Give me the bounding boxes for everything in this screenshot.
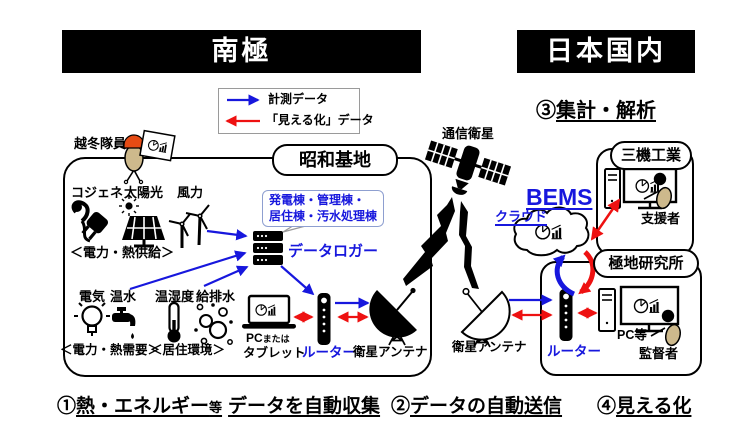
footnote-2-num: ② <box>391 396 411 417</box>
cloud-label: クラウド <box>495 209 548 224</box>
legend-visualized-label: 「見える化」データ <box>266 113 374 127</box>
footnote-4-num: ④ <box>597 396 617 417</box>
footnote-2: ②データの自動送信 <box>391 396 562 418</box>
supervisor-label: 監督者 <box>639 346 679 361</box>
footnote-1-num: ① <box>57 396 77 417</box>
callout-line2: 居住棟・汚水処理棟 <box>269 208 378 223</box>
footnote-1: ①熱・エネルギー等データを自動収集 <box>57 396 380 418</box>
wintering-member-label: 越冬隊員 <box>74 136 127 151</box>
sanki-title: 三機工業 <box>620 146 681 164</box>
showa-station-label: 昭和基地 <box>299 149 371 170</box>
satellite-label: 通信衛星 <box>442 126 495 141</box>
footnote-2-text: データの自動送信 <box>410 396 563 417</box>
supporter-label: 支援者 <box>641 211 681 226</box>
antenna-label-japan: 衛星アンテナ <box>452 340 527 354</box>
electricity-label: 電気 <box>79 289 106 304</box>
step3-heading: ③集計・解析 <box>536 100 656 123</box>
antenna-label-showa: 衛星アンテナ <box>353 345 428 359</box>
footnote-1-small: 等 <box>209 400 223 415</box>
communication-satellite-icon <box>424 140 512 195</box>
banner-japan-label: 日本国内 <box>546 35 666 66</box>
legend-box <box>218 88 360 134</box>
watersupply-label: 給排水 <box>196 289 236 304</box>
solar-label: 太陽光 <box>124 185 164 200</box>
banner-antarctica: 南極 <box>62 30 421 73</box>
legend-measured-label: 計測データ <box>268 92 329 106</box>
banner-japan: 日本国内 <box>517 30 695 73</box>
nipr-pill: 極地研究所 <box>593 249 699 278</box>
nipr-pc-label: PC等 <box>617 328 647 342</box>
satellite-antenna-icon-japan <box>460 287 511 348</box>
footnote-1-a: 熱・エネルギー <box>76 396 210 417</box>
callout-line1: 発電棟・管理棟・ <box>269 193 366 207</box>
wind-label: 風力 <box>177 185 204 200</box>
pc-label-main: PC <box>246 331 263 345</box>
tablet-label: タブレット <box>243 346 306 360</box>
signal-beam-right <box>459 201 479 289</box>
living-caption: ＜居住環境＞ <box>150 343 226 357</box>
pc-label-small: または <box>262 334 290 344</box>
hotwater-label: 温水 <box>110 289 137 304</box>
pc-or-tablet-label: PCまたは <box>246 331 290 346</box>
sanki-pill: 三機工業 <box>610 141 692 170</box>
footnote-4: ④見える化 <box>597 396 691 418</box>
datalogger-label: データロガー <box>288 243 379 260</box>
buildings-callout: 発電棟・管理棟・ 居住棟・汚水処理棟 <box>262 190 385 228</box>
supply-caption: ＜電力・熱供給＞ <box>70 245 175 260</box>
cogen-label: コジェネ <box>71 185 124 200</box>
showa-station-pill: 昭和基地 <box>272 144 398 176</box>
bems-label: BEMS <box>526 184 593 210</box>
demand-caption: ＜電力・熱需要＞ <box>60 343 161 357</box>
router-label-nipr: ルーター <box>547 344 601 359</box>
banner-antarctica-label: 南極 <box>211 35 272 66</box>
nipr-title: 極地研究所 <box>608 254 684 272</box>
footnote-4-text: 見える化 <box>616 396 692 417</box>
router-label-showa: ルーター <box>302 345 356 360</box>
step3-text: 集計・解析 <box>556 100 656 122</box>
footnote-1-b: データを自動収集 <box>228 396 381 417</box>
temphumid-label: 温湿度 <box>155 289 195 304</box>
step3-num: ③ <box>536 100 556 122</box>
